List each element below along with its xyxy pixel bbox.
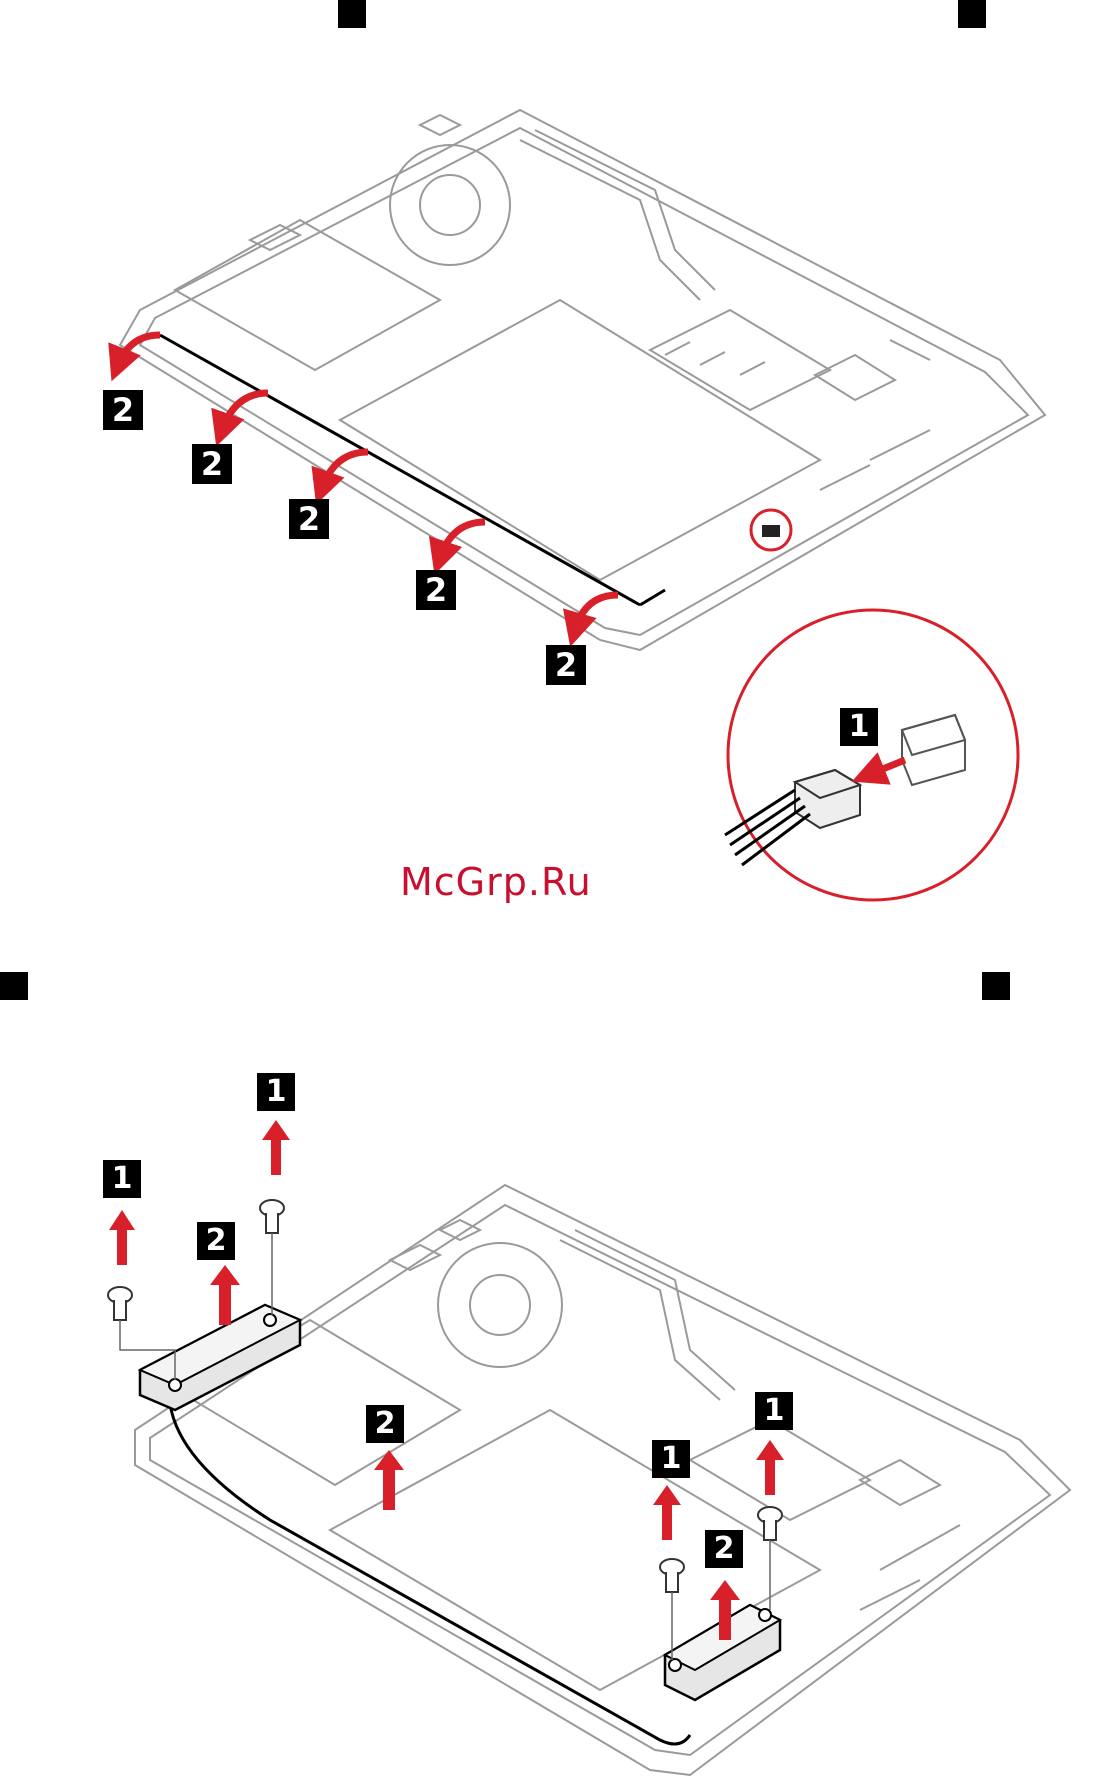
step-callout-1: 1	[840, 708, 878, 746]
step-callout-2: 2	[546, 645, 586, 685]
step-callout-1: 1	[103, 1160, 141, 1198]
step-callout-2: 2	[366, 1405, 404, 1443]
connector-detail-magnifier	[725, 610, 1018, 900]
step-callout-1: 1	[755, 1392, 793, 1430]
laptop-base-top	[120, 110, 1045, 650]
speaker-cable-top	[160, 335, 640, 605]
step-callout-2: 2	[103, 390, 143, 430]
step-callout-1: 1	[257, 1073, 295, 1111]
step-callout-2: 2	[197, 1222, 235, 1260]
step-callout-2: 2	[416, 570, 456, 610]
step-callout-2: 2	[192, 444, 232, 484]
speaker-cable-bottom	[169, 1380, 690, 1744]
laptop-base-bottom	[135, 1185, 1070, 1775]
watermark: McGrp.Ru	[400, 860, 740, 904]
step-callout-2: 2	[289, 499, 329, 539]
step-callout-2: 2	[705, 1530, 743, 1568]
step-callout-1: 1	[652, 1440, 690, 1478]
